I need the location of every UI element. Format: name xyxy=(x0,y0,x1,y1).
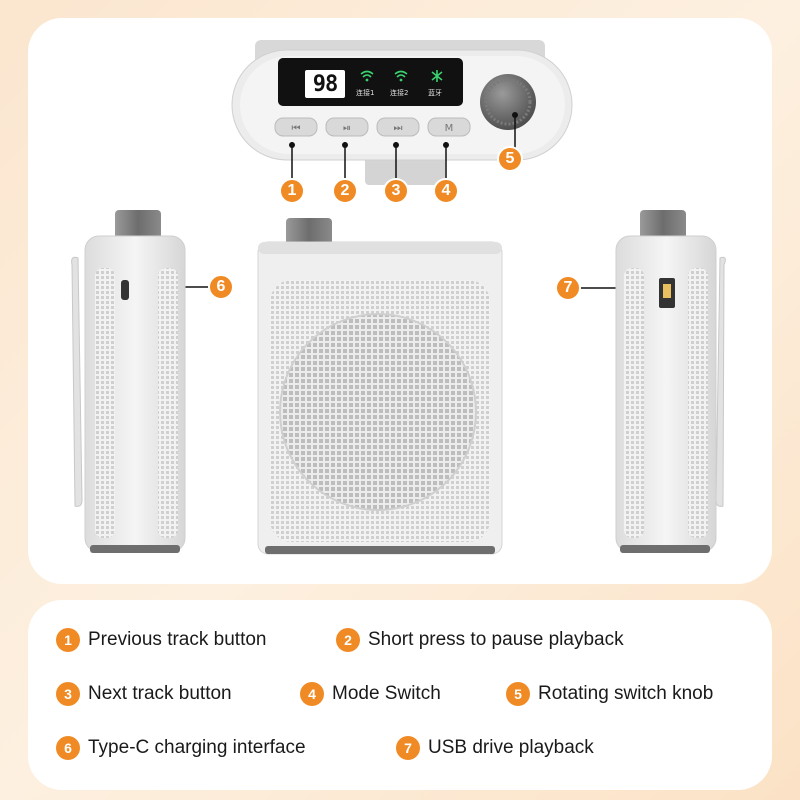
callout-2: 2 xyxy=(332,178,358,204)
legend-item-6: 6 Type-C charging interface xyxy=(56,736,306,760)
left-side-device xyxy=(71,210,186,553)
legend-text: Short press to pause playback xyxy=(368,629,624,650)
indicator-label-1: 连接1 xyxy=(356,89,375,97)
callout-7: 7 xyxy=(555,275,581,301)
legend-panel xyxy=(28,600,772,790)
legend-item-4: 4 Mode Switch xyxy=(300,682,441,706)
callout-1: 1 xyxy=(279,178,305,204)
callout-4: 4 xyxy=(433,178,459,204)
indicator-label-2: 连接2 xyxy=(390,89,409,97)
wifi-icon-2 xyxy=(394,70,408,82)
bluetooth-icon xyxy=(431,70,443,82)
legend-text: Previous track button xyxy=(88,629,267,650)
legend-text: Rotating switch knob xyxy=(538,683,714,704)
product-illustration: ⏮ ⏯ ⏭ M xyxy=(71,40,726,555)
legend-badge: 1 xyxy=(56,628,80,652)
legend-badge: 3 xyxy=(56,682,80,706)
legend-item-1: 1 Previous track button xyxy=(56,628,266,652)
right-side-device xyxy=(615,210,726,553)
prev-track-button[interactable] xyxy=(274,117,318,137)
front-device xyxy=(257,218,503,555)
wifi-icon-1 xyxy=(360,70,374,82)
callout-5: 5 xyxy=(497,146,523,172)
legend-item-7: 7 USB drive playback xyxy=(396,736,594,760)
type-c-port xyxy=(121,280,129,300)
legend-text: Mode Switch xyxy=(332,683,441,704)
legend-text: Type-C charging interface xyxy=(88,737,306,758)
callout-6: 6 xyxy=(208,274,234,300)
legend-item-5: 5 Rotating switch knob xyxy=(506,682,713,706)
mode-button[interactable] xyxy=(427,117,471,137)
svg-text:⏮: ⏮ xyxy=(292,123,301,134)
legend-badge: 5 xyxy=(506,682,530,706)
legend-item-2: 2 Short press to pause playback xyxy=(336,628,624,652)
svg-text:⏭: ⏭ xyxy=(394,123,403,134)
legend-badge: 7 xyxy=(396,736,420,760)
svg-text:M: M xyxy=(445,123,454,134)
indicator-label-3: 蓝牙 xyxy=(428,89,442,97)
legend-text: Next track button xyxy=(88,683,232,704)
callout-3: 3 xyxy=(383,178,409,204)
display-digits: 98 xyxy=(305,70,345,98)
control-buttons: ⏮ ⏯ ⏭ M xyxy=(274,117,471,137)
legend-text: USB drive playback xyxy=(428,737,594,758)
legend-badge: 2 xyxy=(336,628,360,652)
svg-text:⏯: ⏯ xyxy=(343,123,351,134)
next-track-button[interactable] xyxy=(376,117,420,137)
legend-badge: 6 xyxy=(56,736,80,760)
rotating-knob[interactable] xyxy=(480,74,536,130)
legend-item-3: 3 Next track button xyxy=(56,682,232,706)
legend-badge: 4 xyxy=(300,682,324,706)
play-pause-button[interactable] xyxy=(325,117,369,137)
